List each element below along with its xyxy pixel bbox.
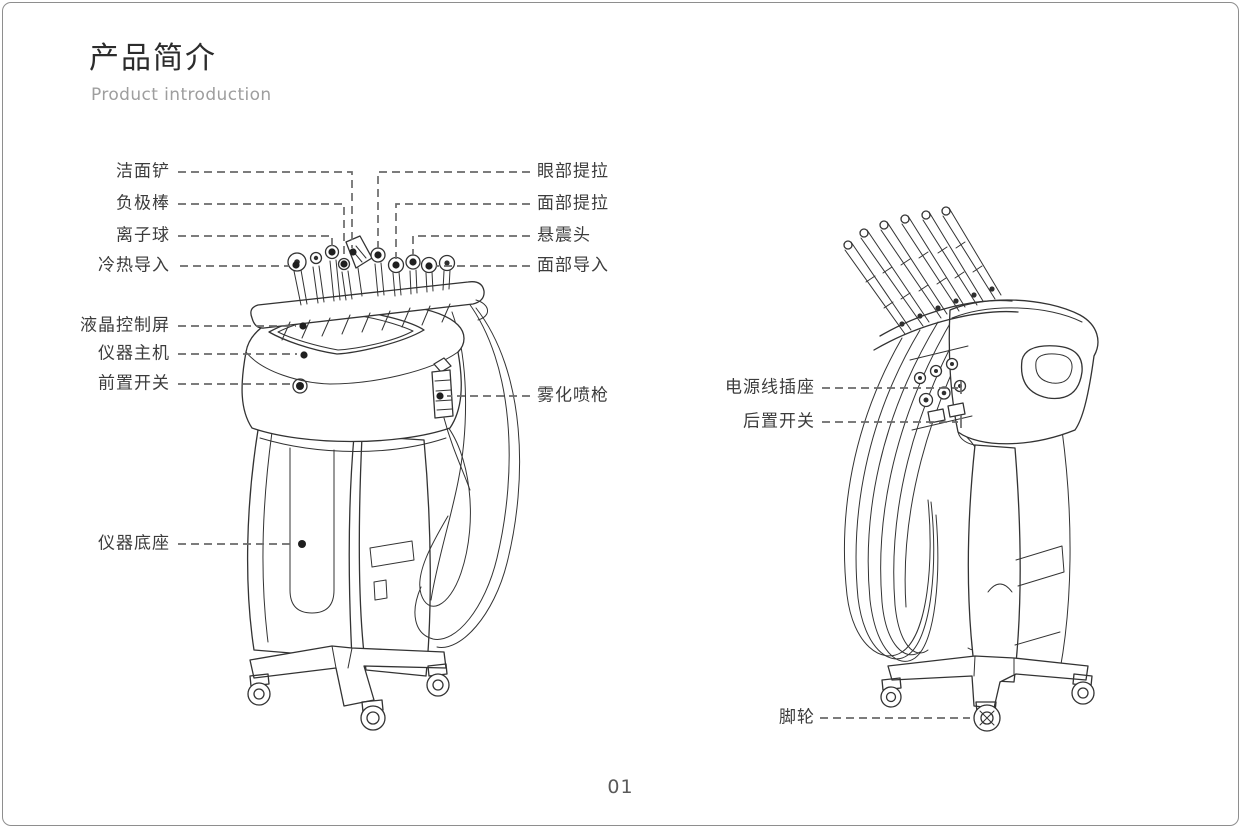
label-main-unit: 仪器主机 <box>98 343 170 364</box>
machine-front-illustration <box>241 235 521 731</box>
page-subtitle: Product introduction <box>91 85 272 105</box>
label-face-lifting: 面部提拉 <box>537 193 609 214</box>
page-number: 01 <box>607 776 634 798</box>
page-title: 产品简介 <box>89 41 217 76</box>
label-power-cord-socket: 电源线插座 <box>725 377 815 398</box>
label-lcd-control-screen: 液晶控制屏 <box>80 315 170 336</box>
handpieces-back <box>843 206 1019 351</box>
label-negative-electrode-rod: 负极棒 <box>116 193 170 214</box>
label-hot-cold-import: 冷热导入 <box>98 255 170 276</box>
label-spray-gun: 雾化喷枪 <box>537 385 609 406</box>
leader-lines <box>178 171 970 719</box>
machine-back-illustration <box>843 206 1099 732</box>
label-front-switch: 前置开关 <box>98 373 170 394</box>
label-rear-switch: 后置开关 <box>743 411 815 432</box>
label-eye-lifting: 眼部提拉 <box>537 161 609 182</box>
label-instrument-base: 仪器底座 <box>98 533 170 554</box>
label-casters: 脚轮 <box>779 707 815 728</box>
label-ion-ball: 离子球 <box>116 225 170 246</box>
label-face-import: 面部导入 <box>537 255 609 276</box>
label-cleansing-shovel: 洁面铲 <box>116 161 170 182</box>
label-vibration-head: 悬震头 <box>537 225 591 246</box>
connector-panel <box>909 345 973 431</box>
